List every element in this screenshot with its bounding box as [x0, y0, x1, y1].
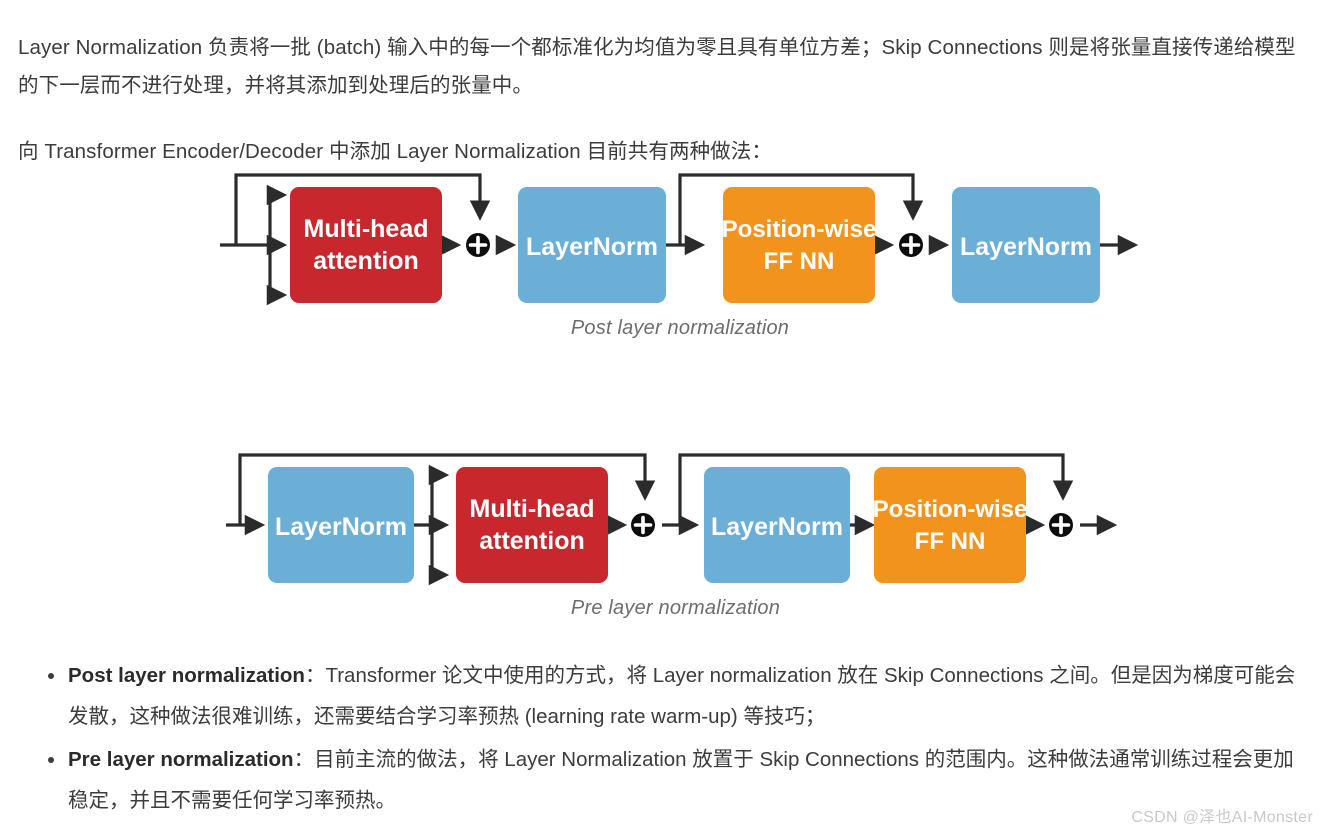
figure-post-layer-normalization: Multi-head attention LayerNorm Position-…: [210, 165, 1150, 360]
block-layernorm-2: LayerNorm: [952, 187, 1100, 303]
block-label: Position-wise: [873, 496, 1028, 523]
plus-operator-2: [1049, 513, 1073, 537]
block-label: LayerNorm: [960, 233, 1092, 261]
summary-list: Post layer normalization：Transformer 论文中…: [18, 655, 1313, 823]
block-multi-head-attention: Multi-head attention: [290, 187, 442, 303]
list-item-body: Transformer 论文中使用的方式，将 Layer normalizati…: [68, 664, 1296, 728]
post-layer-norm-diagram: Multi-head attention LayerNorm Position-…: [220, 173, 1139, 306]
block-label: LayerNorm: [711, 513, 843, 541]
block-label: Multi-head: [470, 495, 595, 523]
paragraph-question: 向 Transformer Encoder/Decoder 中添加 Layer …: [18, 139, 772, 163]
block-layernorm-1: LayerNorm: [268, 467, 414, 583]
block-layernorm-2: LayerNorm: [704, 467, 850, 583]
block-label: Multi-head: [304, 215, 429, 243]
block-label: FF NN: [915, 528, 986, 555]
block-layernorm-1: LayerNorm: [518, 187, 666, 303]
list-item: Post layer normalization：Transformer 论文中…: [18, 655, 1313, 737]
plus-operator-1: [631, 513, 655, 537]
figure-caption: Pre layer normalization: [570, 597, 781, 619]
bullet-dot: [48, 673, 54, 679]
block-position-wise-ffnn: Position-wise FF NN: [873, 467, 1028, 583]
csdn-watermark: CSDN @泽也AI-Monster: [1131, 809, 1313, 826]
block-label: attention: [479, 527, 585, 555]
bullet-dot: [48, 757, 54, 763]
list-item-separator: ：: [304, 664, 326, 687]
list-item-term: Post layer normalization: [68, 664, 305, 687]
block-position-wise-ffnn: Position-wise FF NN: [722, 187, 877, 303]
plus-operator-1: [466, 233, 490, 257]
block-label: FF NN: [764, 248, 835, 275]
figure-pre-layer-normalization: LayerNorm Multi-head attention LayerNorm…: [218, 445, 1133, 640]
block-multi-head-attention: Multi-head attention: [456, 467, 608, 583]
figure-caption: Post layer normalization: [570, 317, 790, 339]
pre-layer-norm-diagram: LayerNorm Multi-head attention LayerNorm…: [226, 453, 1118, 586]
block-label: Position-wise: [722, 216, 877, 243]
list-item-separator: ：: [293, 748, 315, 771]
plus-operator-2: [899, 233, 923, 257]
list-item-body: 目前主流的做法，将 Layer Normalization 放置于 Skip C…: [68, 748, 1294, 812]
list-item-term: Pre layer normalization: [68, 748, 294, 771]
block-label: attention: [313, 247, 419, 275]
block-label: LayerNorm: [275, 513, 407, 541]
block-label: LayerNorm: [526, 233, 658, 261]
paragraph-intro: Layer Normalization 负责将一批 (batch) 输入中的每一…: [18, 35, 1296, 97]
list-item: Pre layer normalization：目前主流的做法，将 Layer …: [18, 739, 1313, 821]
